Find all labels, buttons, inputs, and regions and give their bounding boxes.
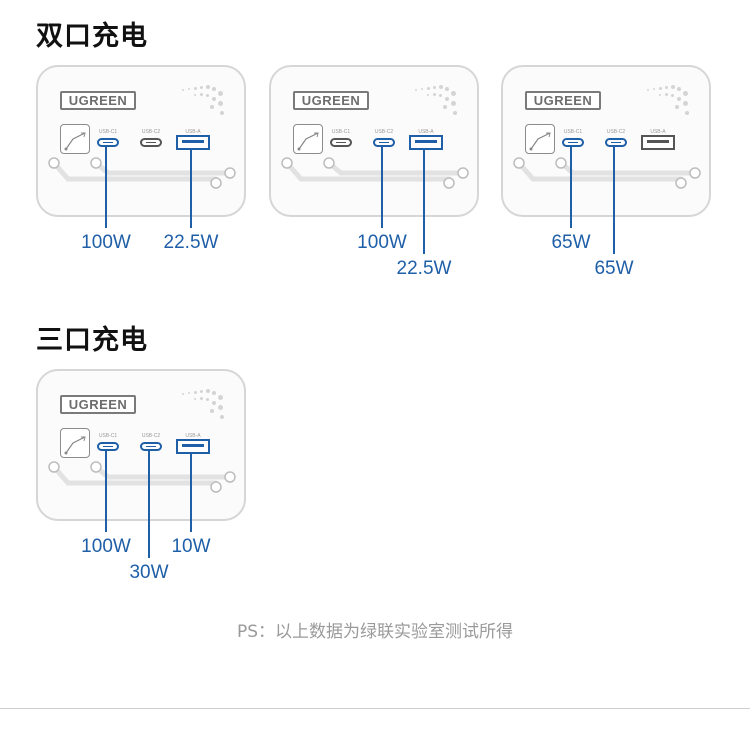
vent-dots-icon — [182, 83, 232, 115]
port-c2 — [373, 138, 395, 147]
cable-decoration-icon — [281, 157, 469, 189]
port-label-a: USB-A — [185, 433, 201, 439]
leader-line-a — [423, 150, 425, 254]
port-c2 — [140, 138, 162, 147]
leader-line-c2 — [613, 147, 615, 254]
port-label-c2: USB-C2 — [141, 129, 161, 135]
watt-label-a: 22.5W — [163, 232, 219, 253]
indicator-icon — [525, 124, 555, 154]
watt-label-a: 10W — [171, 536, 211, 557]
leader-line-c2 — [148, 451, 150, 558]
vent-dots-icon — [647, 83, 697, 115]
watt-label-c1: 100W — [81, 536, 131, 557]
port-a — [176, 135, 210, 150]
port-a — [176, 439, 210, 454]
footnote: PS：以上数据为绿联实验室测试所得 — [236, 622, 514, 642]
leader-line-a — [190, 150, 192, 228]
bottom-divider — [0, 708, 750, 709]
port-label-c2: USB-C2 — [606, 129, 626, 135]
brand-logo: UGREEN — [525, 91, 601, 110]
watt-label-c2: 65W — [594, 258, 634, 279]
port-a — [409, 135, 443, 150]
vent-dots-icon — [182, 387, 232, 419]
leader-line-c1 — [570, 147, 572, 228]
port-c1 — [562, 138, 584, 147]
watt-label-c2: 30W — [129, 562, 169, 583]
charger-card: UGREEN USB-C1 USB-C2 USB-A — [501, 65, 711, 217]
leader-line-a — [190, 454, 192, 532]
port-c1 — [97, 138, 119, 147]
brand-logo: UGREEN — [60, 395, 136, 414]
indicator-icon — [60, 428, 90, 458]
brand-logo: UGREEN — [293, 91, 369, 110]
port-label-c2: USB-C2 — [374, 129, 394, 135]
port-a — [641, 135, 675, 150]
charger-card: UGREEN USB-C1 USB-C2 USB-A — [36, 369, 246, 521]
port-label-c2: USB-C2 — [141, 433, 161, 439]
vent-dots-icon — [415, 83, 465, 115]
watt-label-c1: 65W — [551, 232, 591, 253]
cable-decoration-icon — [48, 461, 236, 493]
port-label-a: USB-A — [418, 129, 434, 135]
cable-decoration-icon — [48, 157, 236, 189]
leader-line-c1 — [105, 451, 107, 532]
port-label-c1: USB-C1 — [98, 433, 118, 439]
port-label-c1: USB-C1 — [98, 129, 118, 135]
watt-label-c1: 100W — [81, 232, 131, 253]
leader-line-c2 — [381, 147, 383, 228]
cable-decoration-icon — [513, 157, 701, 189]
port-c2 — [140, 442, 162, 451]
port-label-c1: USB-C1 — [563, 129, 583, 135]
charger-card: UGREEN USB-C1 USB-C2 USB-A — [269, 65, 479, 217]
indicator-icon — [60, 124, 90, 154]
indicator-icon — [293, 124, 323, 154]
leader-line-c1 — [105, 147, 107, 228]
port-c1 — [97, 442, 119, 451]
section-title-dual: 双口充电 — [36, 21, 148, 52]
port-label-c1: USB-C1 — [331, 129, 351, 135]
section-title-triple: 三口充电 — [36, 325, 148, 356]
port-c1 — [330, 138, 352, 147]
port-label-a: USB-A — [650, 129, 666, 135]
port-label-a: USB-A — [185, 129, 201, 135]
watt-label-a: 22.5W — [396, 258, 452, 279]
port-c2 — [605, 138, 627, 147]
charger-card: UGREEN USB-C1 USB-C2 USB-A — [36, 65, 246, 217]
brand-logo: UGREEN — [60, 91, 136, 110]
watt-label-c2: 100W — [357, 232, 407, 253]
